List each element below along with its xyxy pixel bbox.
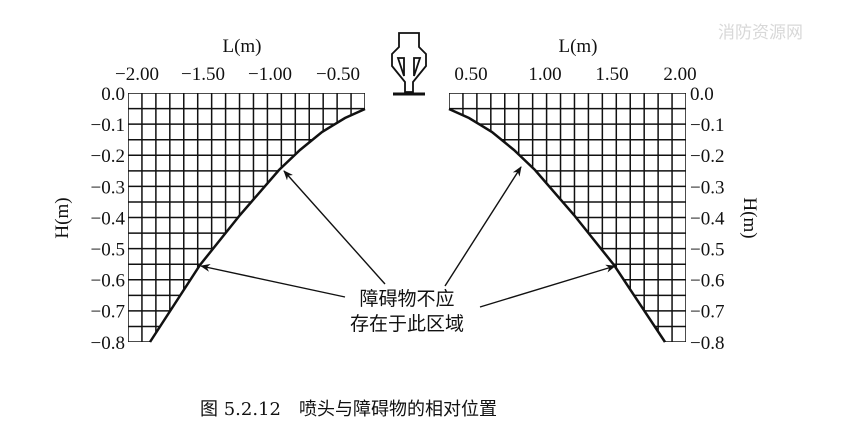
- left-y-tick-label: −0.5: [91, 240, 125, 261]
- arrow-left-upper: [283, 170, 386, 285]
- right-y-tick-label: −0.5: [690, 240, 724, 261]
- right-grid: [449, 93, 686, 342]
- left-y-tick-label: −0.2: [91, 146, 125, 167]
- left-x-tick-label: −2.00: [115, 64, 159, 85]
- annotation-line-1: 障碍物不应: [359, 288, 454, 310]
- left-y-axis-label: H(m): [52, 197, 73, 238]
- right-boundary-curve: [448, 107, 667, 343]
- right-y-ticks: 0.0 −0.1 −0.2 −0.3 −0.4 −0.5 −0.6 −0.7 −0.8: [690, 84, 725, 354]
- right-y-tick-label: −0.1: [690, 115, 724, 136]
- arrow-left-lower: [200, 263, 346, 298]
- right-y-tick-label: −0.8: [690, 333, 724, 354]
- left-boundary-curve: [148, 107, 366, 343]
- right-x-tick-label: 0.50: [454, 64, 487, 85]
- right-y-tick-label: −0.7: [690, 302, 724, 323]
- left-y-tick-label: −0.1: [91, 115, 125, 136]
- right-y-tick-label: 0.0: [690, 84, 714, 105]
- annotation-line-2: 存在于此区域: [350, 313, 464, 335]
- left-x-tick-label: −1.50: [181, 64, 225, 85]
- right-y-axis-label: H(m): [739, 197, 760, 238]
- left-y-tick-label: −0.6: [91, 271, 125, 292]
- left-x-tick-label: −1.00: [248, 64, 292, 85]
- right-x-tick-label: 1.00: [528, 64, 561, 85]
- left-grid: [128, 93, 365, 342]
- left-y-tick-label: 0.0: [101, 84, 125, 105]
- right-x-axis-label: L(m): [558, 36, 597, 57]
- left-y-tick-label: −0.7: [91, 302, 125, 323]
- right-y-tick-label: −0.6: [690, 271, 724, 292]
- right-y-tick-label: −0.2: [690, 146, 724, 167]
- left-y-tick-label: −0.3: [91, 177, 125, 198]
- left-y-tick-label: −0.4: [91, 208, 126, 229]
- watermark: 消防资源网: [718, 23, 803, 43]
- annotation-arrows: [200, 166, 616, 308]
- left-x-axis-label: L(m): [222, 36, 261, 57]
- left-x-ticks: −2.00 −1.50 −1.00 −0.50: [115, 64, 360, 85]
- left-y-tick-label: −0.8: [91, 333, 125, 354]
- sprinkler-head-icon: [391, 32, 427, 96]
- right-x-ticks: 0.50 1.00 1.50 2.00: [454, 64, 696, 85]
- left-x-tick-label: −0.50: [316, 64, 360, 85]
- right-x-tick-label: 2.00: [663, 64, 696, 85]
- left-y-ticks: 0.0 −0.1 −0.2 −0.3 −0.4 −0.5 −0.6 −0.7 −0.8: [91, 84, 126, 354]
- figure-caption: 图 5.2.12 喷头与障碍物的相对位置: [200, 399, 497, 420]
- right-y-tick-label: −0.3: [690, 177, 724, 198]
- right-x-tick-label: 1.50: [595, 64, 628, 85]
- right-y-tick-label: −0.4: [690, 208, 725, 229]
- arrow-right-lower: [479, 264, 616, 308]
- arrow-right-upper: [444, 166, 522, 287]
